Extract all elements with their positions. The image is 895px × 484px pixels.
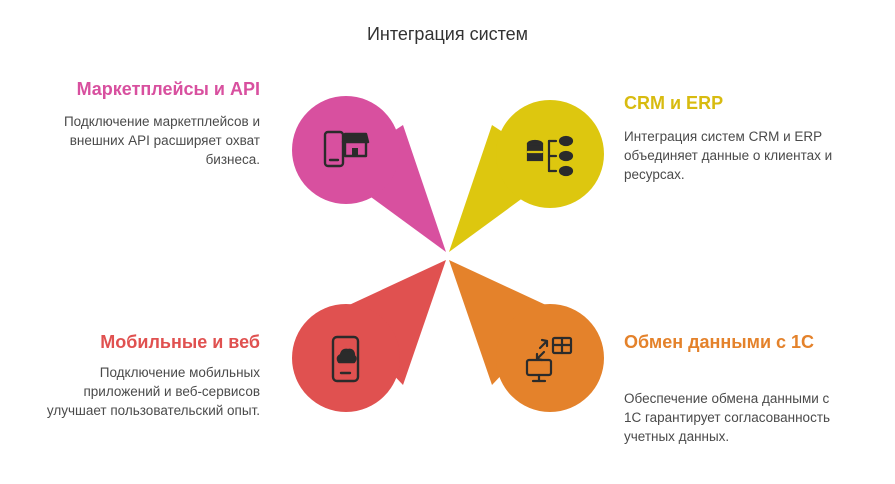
petal-mobile-web <box>292 260 446 412</box>
description-mobile-web: Подключение мобильных приложений и веб-с… <box>46 365 260 418</box>
description-1c-exchange: Обеспечение обмена данными с 1С гарантир… <box>624 391 831 444</box>
data-exchange-icon <box>525 336 573 383</box>
heading-mobile-web: Мобильные и веб <box>100 332 260 352</box>
petal-marketplaces <box>292 96 446 252</box>
petal-crm-erp <box>449 100 604 252</box>
mobile-cloud-icon <box>331 335 360 383</box>
phone-shop-icon <box>323 130 370 168</box>
database-hierarchy-icon <box>526 135 574 177</box>
description-crm-erp: Интеграция систем CRM и ERP объединяет д… <box>624 129 833 182</box>
heading-crm-erp: CRM и ERP <box>624 93 724 113</box>
description-marketplaces: Подключение маркетплейсов и внешних API … <box>63 114 260 167</box>
heading-1c-exchange: Обмен данными с 1С <box>624 332 815 352</box>
petal-1c-exchange <box>449 260 604 412</box>
page-title: Интеграция систем <box>366 24 529 44</box>
heading-marketplaces: Маркетплейсы и API <box>76 79 260 99</box>
